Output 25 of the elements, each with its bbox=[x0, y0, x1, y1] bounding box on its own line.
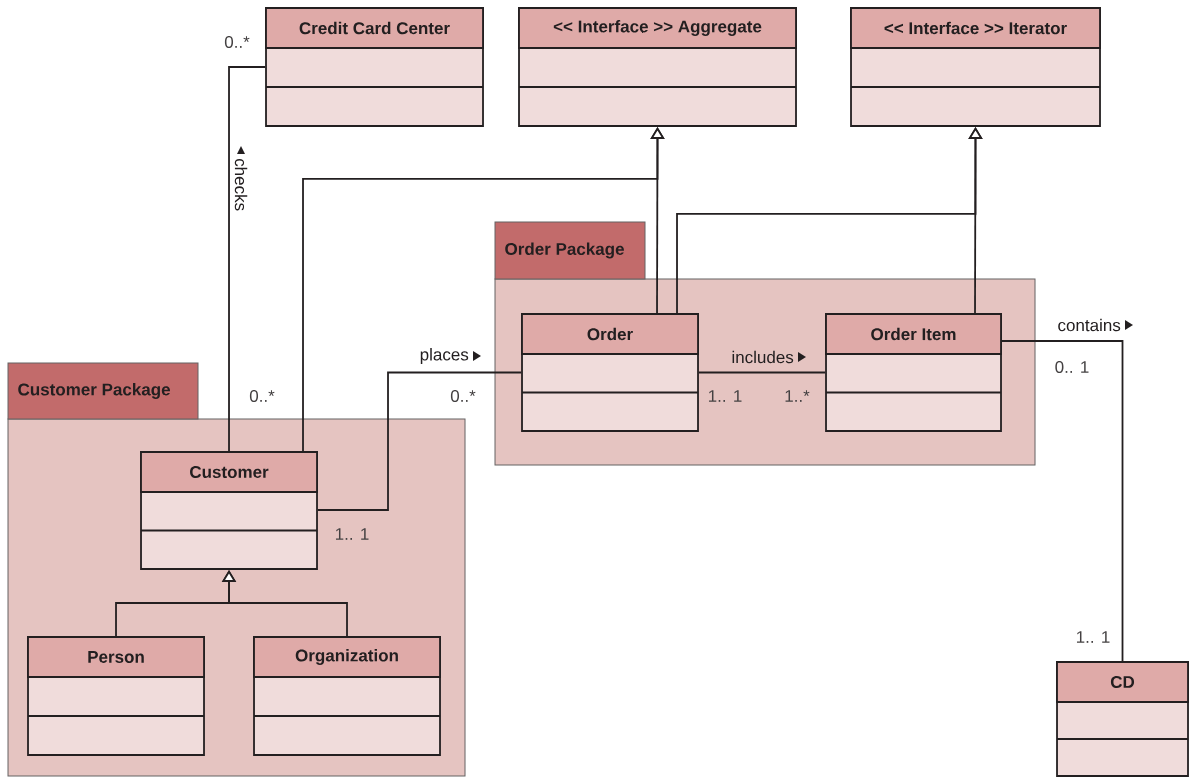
multiplicity: 0..* bbox=[224, 36, 250, 48]
class-box: Order Item bbox=[825, 313, 1002, 432]
multiplicity: 0.. 1 bbox=[1055, 361, 1089, 373]
edge-label: includes bbox=[732, 350, 794, 364]
multiplicity: 1.. 1 bbox=[336, 528, 369, 540]
class-box: Organization bbox=[253, 636, 441, 756]
class-box: << Interface >> Iterator bbox=[850, 7, 1101, 127]
multiplicity: 1..* bbox=[785, 390, 810, 402]
edge-label: contains bbox=[1058, 318, 1121, 332]
class-box: Customer bbox=[140, 451, 318, 570]
connector bbox=[698, 371, 826, 374]
connector bbox=[317, 371, 522, 511]
multiplicity: 0..* bbox=[249, 390, 275, 402]
class-box: Credit Card Center bbox=[265, 7, 484, 127]
class-box: << Interface >> Aggregate bbox=[518, 7, 797, 127]
class-box: Order bbox=[521, 313, 699, 432]
class-box: CD bbox=[1056, 661, 1189, 777]
connector bbox=[1001, 340, 1124, 662]
multiplicity: 1.. 1 bbox=[1077, 631, 1110, 643]
node-label: Customer Package bbox=[18, 383, 170, 399]
class-box: Person bbox=[27, 636, 205, 756]
edge-label: checks bbox=[234, 158, 248, 211]
node-label: Order Package bbox=[505, 242, 624, 259]
connector bbox=[228, 66, 266, 452]
edge-label: places bbox=[420, 348, 469, 364]
